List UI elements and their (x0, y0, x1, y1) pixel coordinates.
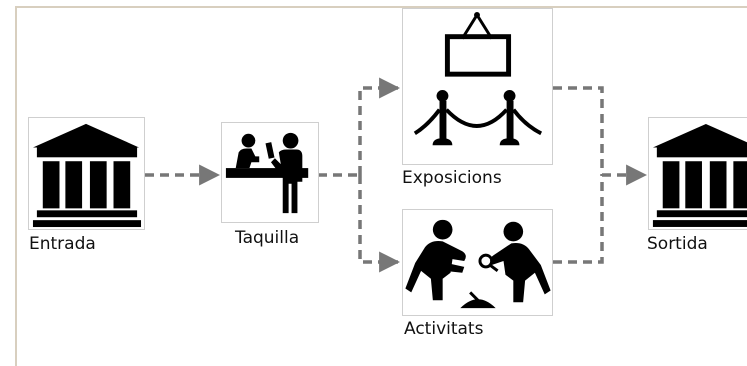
exposicions-label: Exposicions (402, 168, 502, 188)
entrada-node (28, 117, 145, 230)
exposicions-node (402, 8, 553, 165)
museum-building-icon (32, 123, 142, 228)
ticket-counter-icon (225, 132, 309, 214)
connector-to-activitats (358, 175, 401, 273)
sortida-node (648, 117, 747, 230)
activitats-node (402, 209, 553, 316)
connector-from-activitats (553, 175, 604, 264)
flow-connectors (145, 77, 648, 273)
activity-explorers-icon (405, 219, 551, 309)
exhibition-painting-icon (413, 12, 543, 146)
diagram-frame (15, 6, 747, 366)
taquilla-node (221, 122, 319, 223)
connector-to-exposicions (358, 77, 401, 175)
activitats-label: Activitats (404, 319, 484, 339)
entrada-label: Entrada (29, 234, 96, 254)
sortida-label: Sortida (647, 234, 708, 254)
taquilla-label: Taquilla (235, 228, 300, 248)
connector-from-exposicions (553, 86, 604, 175)
museum-building-icon (652, 123, 747, 227)
